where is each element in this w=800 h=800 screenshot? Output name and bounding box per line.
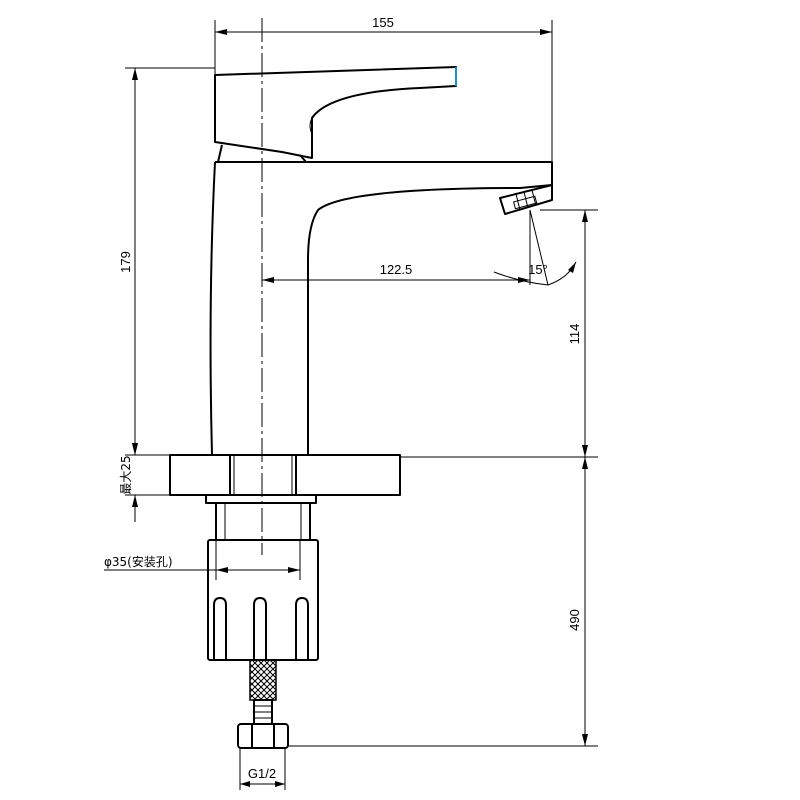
dim-spray-angle: 15°	[493, 261, 577, 286]
spout-reach-label: 122.5	[380, 262, 413, 277]
dim-spout-height: 114	[400, 209, 598, 458]
connection-thread-label: G1/2	[248, 766, 276, 781]
mounting-nut	[207, 539, 319, 661]
deck-thickness-label: 最大25	[119, 455, 133, 494]
dim-overall-width: 155	[214, 15, 553, 162]
dim-spout-reach: 122.5	[262, 209, 549, 286]
hose-hex-nut	[237, 723, 289, 749]
mounting-shank	[205, 494, 317, 541]
dim-deck-thickness: 最大25	[119, 440, 170, 522]
spray-angle-label: 15°	[528, 262, 548, 277]
deck-plate	[169, 454, 401, 496]
overall-width-label: 155	[372, 15, 394, 30]
dim-hose-length: 490	[288, 457, 598, 747]
hole-diameter-label: φ35(安装孔)	[104, 554, 173, 569]
braided-hose	[249, 659, 277, 725]
dim-connection-thread: G1/2	[239, 748, 286, 790]
aerator-nozzle	[499, 184, 553, 215]
dim-total-height: 179	[118, 67, 215, 456]
lever-handle	[214, 66, 457, 163]
dim-hole-diameter: φ35(安装孔)	[104, 540, 301, 580]
spout-height-label: 114	[567, 324, 582, 345]
total-height-label: 179	[118, 251, 133, 273]
hose-length-label: 490	[567, 609, 582, 631]
